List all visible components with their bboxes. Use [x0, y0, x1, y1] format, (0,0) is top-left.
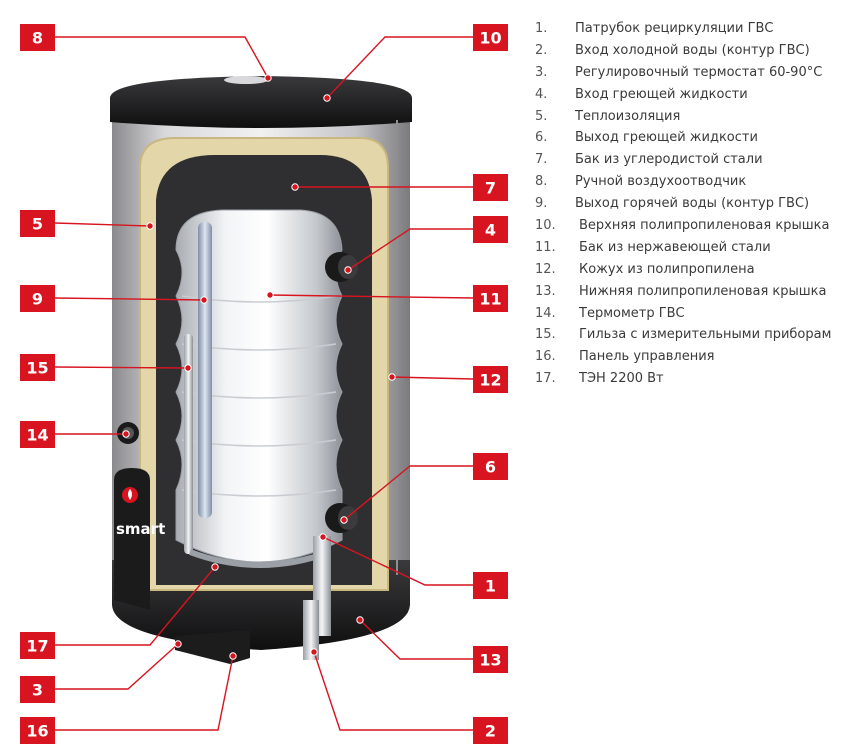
leader-lines: [54, 36, 474, 731]
callout-dot-4: [344, 266, 352, 274]
leader-line-9: [54, 297, 205, 301]
top-cap-highlight: [224, 76, 268, 84]
leader-line-15: [54, 366, 189, 369]
callout-number: 3: [32, 681, 43, 700]
callout-dot-1: [319, 533, 327, 541]
leader-line-2: [313, 651, 473, 731]
callout-number: 11: [479, 290, 501, 309]
callout-number: 9: [32, 290, 43, 309]
callout-number: 17: [26, 637, 48, 656]
legend-item: 1.Патрубок рециркуляции ГВС: [535, 21, 774, 36]
callout-dot-10: [323, 94, 331, 102]
callout-dot-17: [211, 563, 219, 571]
callout-tag-5: 5: [20, 210, 55, 237]
legend-item: 12.Кожух из полипропилена: [535, 261, 755, 277]
callout-tag-12: 12: [473, 366, 508, 393]
callout-number: 7: [485, 179, 496, 198]
component-legend: 1.Патрубок рециркуляции ГВС 2.Вход холод…: [535, 18, 855, 390]
leader-line-17: [55, 566, 216, 646]
callout-number: 4: [485, 221, 496, 240]
legend-item: 16.Панель управления: [535, 349, 715, 365]
leader-line-4: [347, 228, 473, 271]
heater-body: smart: [110, 76, 412, 664]
callout-number: 15: [26, 359, 48, 378]
legend-item: 9.Выход горячей воды (контур ГВС): [535, 196, 810, 212]
callout-dot-15: [184, 364, 192, 372]
callout-dot-5: [146, 222, 154, 230]
callout-tag-16: 16: [20, 717, 55, 744]
heating-inlet-port: [325, 252, 358, 282]
leader-line-6: [343, 465, 473, 521]
leader-line-16: [55, 655, 234, 731]
callout-tag-2: 2: [473, 717, 508, 744]
brand-logo: smart: [116, 520, 165, 538]
legend-item: 3.Регулировочный термостат 60-90°С: [535, 64, 823, 80]
callout-tag-9: 9: [20, 285, 55, 312]
legend-item: 13.Нижняя полипропиленовая крышка: [535, 283, 827, 299]
callout-number: 14: [26, 426, 48, 445]
leader-line-10: [326, 36, 473, 99]
leader-line-13: [359, 619, 473, 660]
callout-dot-11: [266, 291, 274, 299]
callout-tag-11: 11: [473, 285, 508, 312]
callout-tag-1: 1: [473, 572, 508, 599]
callout-number: 10: [479, 29, 501, 48]
callout-dot-3: [174, 640, 182, 648]
legend-item: 14.Термометр ГВС: [535, 305, 685, 321]
leader-line-12: [391, 376, 474, 380]
hot-water-outlet-pipe: [198, 222, 212, 518]
callout-number: 2: [485, 722, 496, 741]
callout-dot-13: [356, 616, 364, 624]
callout-dot-6: [340, 516, 348, 524]
leader-line-1: [322, 536, 473, 586]
control-panel: [114, 468, 150, 610]
callout-number: 6: [485, 458, 496, 477]
leader-line-3: [55, 643, 179, 690]
callout-tag-7: 7: [473, 174, 508, 201]
legend-item: 11.Бак из нержавеющей стали: [535, 239, 771, 255]
callout-tag-10: 10: [473, 24, 508, 51]
callout-dot-7: [291, 183, 299, 191]
callout-number: 8: [32, 29, 43, 48]
callout-dot-12: [388, 373, 396, 381]
callout-dot-8: [264, 74, 272, 82]
callout-tag-3: 3: [20, 676, 55, 703]
callout-number: 5: [32, 215, 43, 234]
callout-tag-13: 13: [473, 646, 508, 673]
callout-tag-17: 17: [20, 632, 55, 659]
leader-line-8: [55, 36, 269, 79]
callout-tag-8: 8: [20, 24, 55, 51]
legend-item: 6.Выход греющей жидкости: [535, 130, 758, 146]
callout-tag-15: 15: [20, 354, 55, 381]
legend-item: 10.Верхняя полипропиленовая крышка: [535, 218, 830, 234]
leader-line-11: [269, 294, 474, 299]
leader-line-5: [54, 222, 151, 227]
legend-item: 8.Ручной воздухоотводчик: [535, 174, 747, 190]
callout-dot-9: [200, 296, 208, 304]
legend-item: 5.Теплоизоляция: [535, 108, 681, 124]
callout-dot-16: [229, 652, 237, 660]
legend-item: 15.Гильза с измерительными приборам: [535, 327, 832, 343]
callout-number: 16: [26, 722, 48, 741]
top-cap: [110, 76, 412, 128]
callout-dot-2: [310, 648, 318, 656]
flame-logo-icon: [122, 487, 138, 503]
callout-number: 1: [485, 577, 496, 596]
legend-item: 17.ТЭН 2200 Вт: [535, 371, 664, 387]
callout-number: 13: [479, 651, 501, 670]
cold-water-inlet-pipe: [303, 600, 319, 660]
legend-item: 4.Вход греющей жидкости: [535, 86, 748, 102]
callout-tag-6: 6: [473, 453, 508, 480]
callout-number: 12: [479, 371, 501, 390]
callout-tag-14: 14: [20, 421, 55, 448]
measuring-sleeve: [184, 334, 193, 554]
callout-tag-4: 4: [473, 216, 508, 243]
legend-item: 7.Бак из углеродистой стали: [535, 152, 763, 168]
callout-dot-14: [122, 430, 130, 438]
legend-item: 2.Вход холодной воды (контур ГВС): [535, 42, 810, 58]
